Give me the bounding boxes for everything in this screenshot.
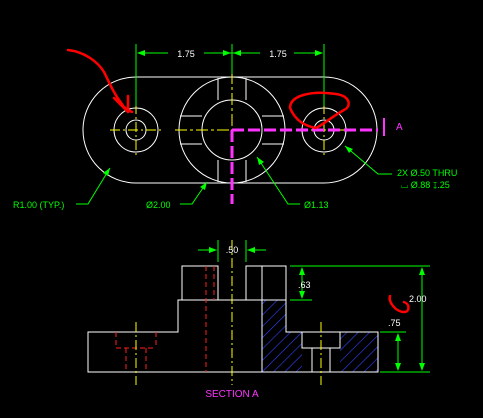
hole-note-line1: 2X Ø.50 THRU	[397, 168, 457, 178]
markup-arrow-head	[112, 94, 130, 114]
markup-arrow-left-hole	[66, 48, 134, 114]
section-dimension-lines	[198, 240, 430, 373]
dim-slot-depth-label: .63	[298, 280, 311, 290]
dim-height-label: 2.00	[409, 294, 427, 304]
section-hatch-base	[286, 332, 302, 372]
top-dimension-arrows	[137, 50, 323, 56]
red-markup-annotations	[66, 48, 410, 314]
hole-note-line2: ⌴ Ø.88 ↧.25	[401, 180, 450, 190]
dim-top-width-label: .50	[226, 245, 239, 255]
dim-right-label: 1.75	[269, 49, 287, 59]
top-view: A 1.75 1.75	[13, 44, 457, 210]
section-hatch-base-right	[340, 332, 378, 372]
markup-squiggle-right	[388, 294, 410, 314]
section-hatch-boss	[262, 300, 286, 372]
center-diameter-note: Ø2.00	[146, 200, 171, 210]
dim-left-label: 1.75	[177, 49, 195, 59]
radius-note: R1.00 (TYP.)	[13, 200, 64, 210]
section-counterbore	[329, 332, 341, 372]
section-view: .50 .63 2.00 .75 SECTION A	[87, 240, 430, 400]
section-outline	[87, 265, 379, 373]
section-counterbore	[301, 332, 313, 372]
section-dimension-arrows	[209, 247, 425, 371]
top-view-outline	[82, 76, 378, 184]
inner-diameter-note: Ø1.13	[304, 200, 329, 210]
section-hidden-lines	[115, 266, 215, 372]
section-caption: SECTION A	[205, 389, 259, 400]
dim-base-height-label: .75	[388, 318, 401, 328]
section-centerlines	[135, 240, 322, 385]
top-view-centerlines	[110, 72, 350, 156]
markup-loop-right-hole	[288, 91, 350, 130]
top-dimension-lines	[135, 44, 325, 106]
leader-arrows	[103, 146, 353, 190]
section-cut-label: A	[396, 122, 403, 133]
top-view-leaders	[76, 145, 392, 205]
section-cut-line	[230, 118, 385, 204]
